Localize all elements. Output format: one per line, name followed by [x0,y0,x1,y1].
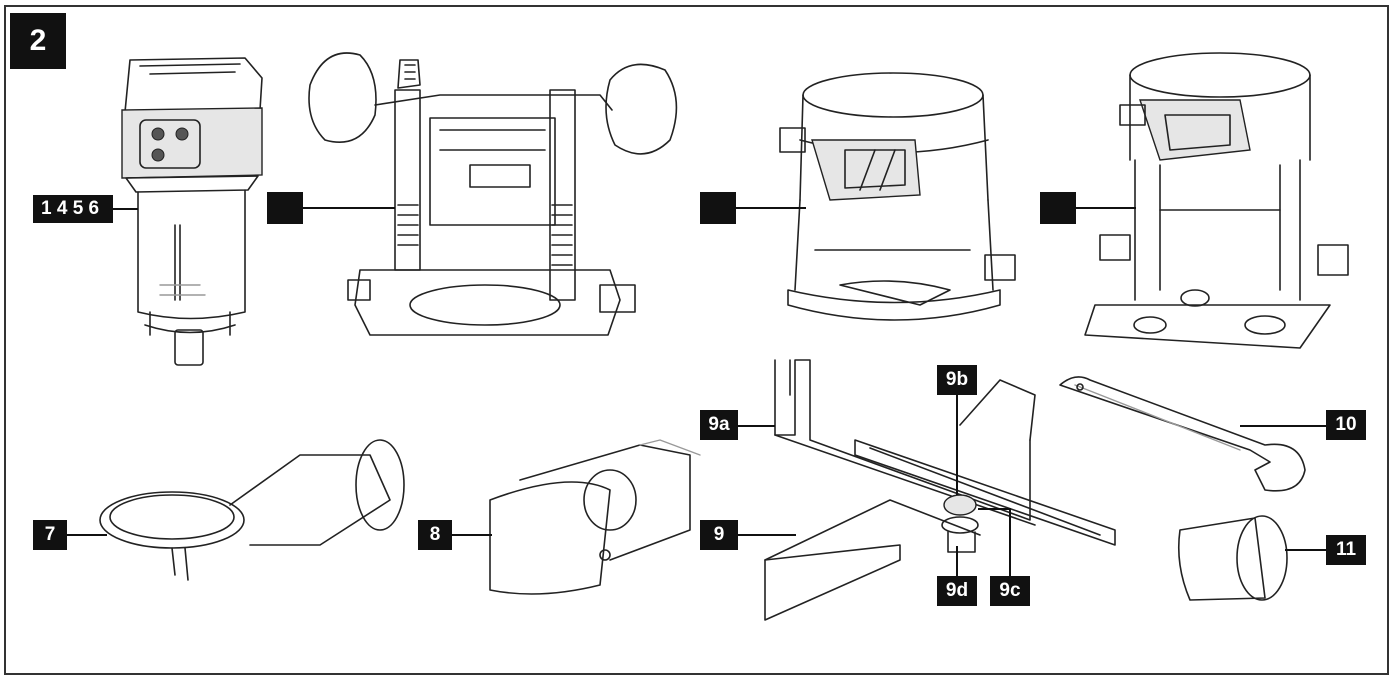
plunge-base-drawing [308,52,678,336]
callout-8: 8 [418,520,452,550]
leader-line-4 [1076,207,1136,209]
callout-9: 9 [700,520,738,550]
callout-9b: 9b [937,365,977,395]
leader-line-9 [738,534,796,536]
callout-1-4-5-6: 1 4 5 6 [33,195,113,223]
leader-line-8 [452,534,492,536]
offset-base-drawing [1084,52,1349,349]
leader-line-9d [956,546,958,576]
leader-line-10 [1240,425,1326,427]
callout-2 [267,192,303,224]
spanner-drawing [1059,376,1306,492]
leader-line-9b [956,395,958,495]
callout-3 [700,192,736,224]
figure-number-badge: 2 [10,13,66,69]
callout-9a: 9a [700,410,738,440]
dust-hood-8-drawing [489,439,701,595]
leader-line-7 [67,534,107,536]
leader-line-9c [1009,508,1011,576]
leader-line-9a [738,425,775,427]
callout-11: 11 [1326,535,1366,565]
callout-4 [1040,192,1076,224]
callout-9c: 9c [990,576,1030,606]
dust-hood-7-drawing [99,439,405,581]
router-motor-drawing [121,57,263,366]
fixed-base-drawing [779,72,1016,321]
leader-line-1 [113,208,138,210]
callout-9d: 9d [937,576,977,606]
leader-line-11 [1285,549,1326,551]
leader-line-3 [736,207,806,209]
edge-guide-drawing [764,359,1116,621]
leader-line-9c-h [978,508,1010,510]
callout-10: 10 [1326,410,1366,440]
adapter-drawing [1177,515,1288,601]
leader-line-2 [303,207,395,209]
callout-7: 7 [33,520,67,550]
figure-frame [4,5,1389,675]
